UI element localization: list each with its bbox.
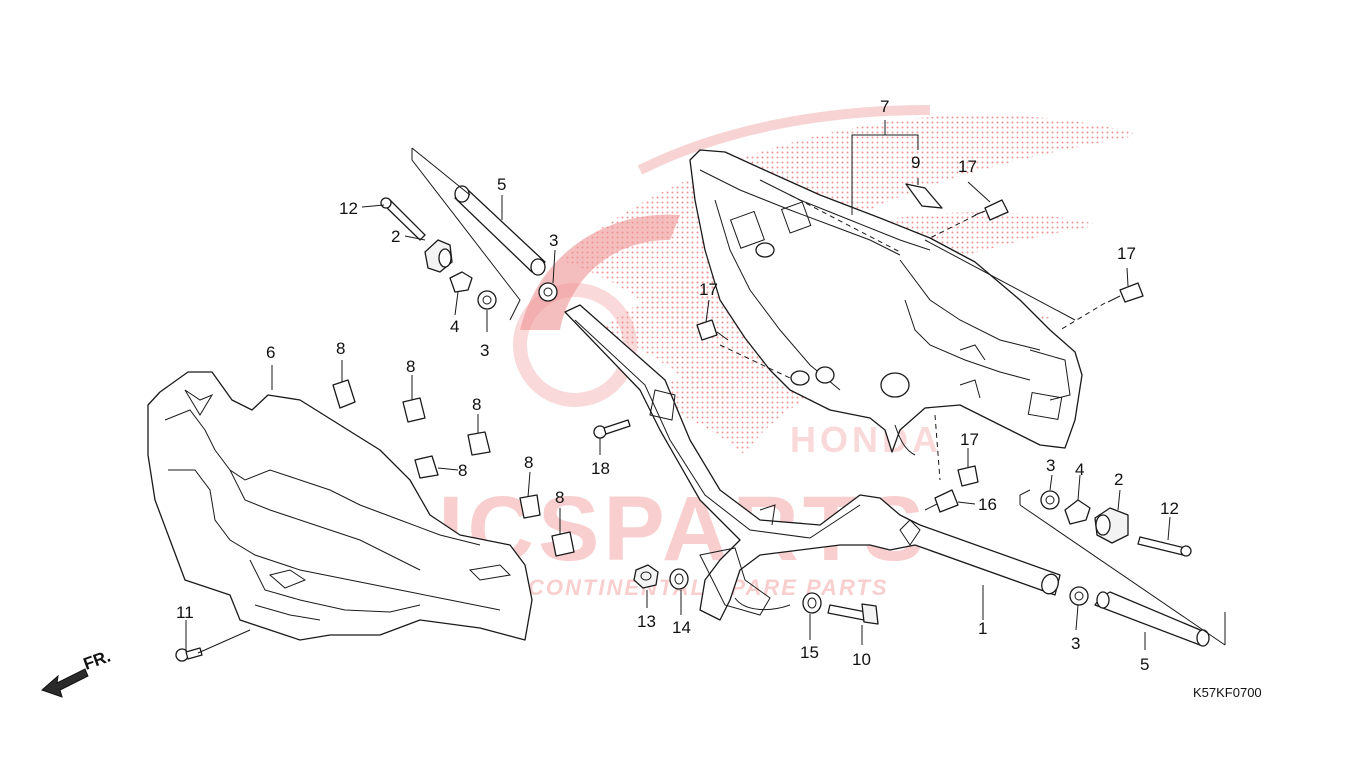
- callout-3: 3: [480, 341, 489, 360]
- part-5-weight-left: [454, 185, 546, 276]
- callout-10: 10: [852, 650, 871, 669]
- callout-11: 11: [176, 603, 194, 622]
- part-11-bolt: [175, 647, 203, 662]
- callout-8: 8: [336, 339, 345, 358]
- part-1-handlebar: [564, 304, 1061, 621]
- callout-18: 18: [591, 459, 610, 478]
- callout-17: 17: [960, 430, 979, 449]
- part-16-bolt: [924, 489, 959, 513]
- part-8-clip-f: [551, 531, 575, 557]
- callout-17: 17: [1117, 244, 1136, 263]
- part-9-plate: [905, 183, 943, 209]
- callout-8: 8: [458, 461, 467, 480]
- callout-5: 5: [1140, 655, 1149, 674]
- part-2-weight-left: [424, 239, 453, 273]
- callout-labels: 1 2 2 3 3 3 3 4 4 5 5 6 7 8 8 8 8 8 8 9 …: [176, 97, 1179, 674]
- callout-4: 4: [1075, 460, 1084, 479]
- callout-7: 7: [880, 97, 889, 116]
- part-15-collar: [802, 592, 822, 614]
- part-6-front-cover: [147, 371, 533, 641]
- part-4-clip-left: [449, 271, 473, 293]
- callout-4: 4: [450, 317, 459, 336]
- watermark-overlay: HONDA: [790, 419, 942, 460]
- part-5-weight-right: [1094, 591, 1210, 647]
- callout-3: 3: [1046, 456, 1055, 475]
- callout-2: 2: [1114, 470, 1123, 489]
- callout-16: 16: [978, 495, 997, 514]
- callout-2: 2: [391, 227, 400, 246]
- front-direction-label: FR.: [81, 647, 113, 674]
- callout-14: 14: [672, 618, 691, 637]
- callout-1: 1: [978, 619, 987, 638]
- callout-6: 6: [266, 343, 275, 362]
- callout-17: 17: [958, 157, 977, 176]
- part-7-rear-cover: [689, 149, 1083, 456]
- part-14-washer: [669, 568, 689, 590]
- leader-lines: [185, 120, 1226, 654]
- part-17-bolt-c: [696, 319, 729, 341]
- callout-13: 13: [637, 612, 656, 631]
- callout-3: 3: [1071, 634, 1080, 653]
- part-3-nut-b: [538, 282, 558, 302]
- diagram-code: K57KF0700: [1193, 685, 1262, 700]
- callout-8: 8: [472, 395, 481, 414]
- callout-5: 5: [497, 175, 506, 194]
- part-8-clip-a: [332, 379, 356, 409]
- part-3-nut-c: [1040, 490, 1060, 510]
- part-4-clip-right: [1064, 499, 1091, 525]
- part-8-clip-d: [414, 455, 439, 479]
- part-17-bolt-d: [957, 465, 979, 487]
- callout-12: 12: [1160, 499, 1179, 518]
- callout-8: 8: [555, 488, 564, 507]
- part-12-screw-left: [380, 197, 426, 241]
- callout-12: 12: [339, 199, 358, 218]
- part-2-weight-right: [1094, 507, 1129, 544]
- part-13-nut: [633, 564, 659, 589]
- part-8-clip-b: [402, 397, 426, 423]
- front-direction-arrow: FR.: [41, 647, 113, 698]
- watermark: ICSPARTS INTERCONTINENTAL SPARE PARTS HO…: [438, 105, 1140, 600]
- part-18-screw: [593, 419, 631, 439]
- part-17-bolt-a: [974, 199, 1009, 221]
- part-3-nut-a: [477, 290, 497, 310]
- part-17-bolt-b: [1107, 282, 1144, 303]
- watermark-wing-logo: [513, 105, 1140, 455]
- part-12-screw-right: [1137, 536, 1192, 557]
- part-3-nut-d: [1069, 586, 1089, 606]
- callout-9: 9: [911, 153, 920, 172]
- callout-8: 8: [406, 357, 415, 376]
- callout-8: 8: [524, 453, 533, 472]
- part-8-clip-e: [519, 494, 541, 519]
- callout-17: 17: [699, 280, 718, 299]
- part-10-bolt: [827, 603, 879, 625]
- callout-15: 15: [800, 643, 819, 662]
- callout-3: 3: [549, 231, 558, 250]
- part-8-clip-c: [467, 431, 491, 456]
